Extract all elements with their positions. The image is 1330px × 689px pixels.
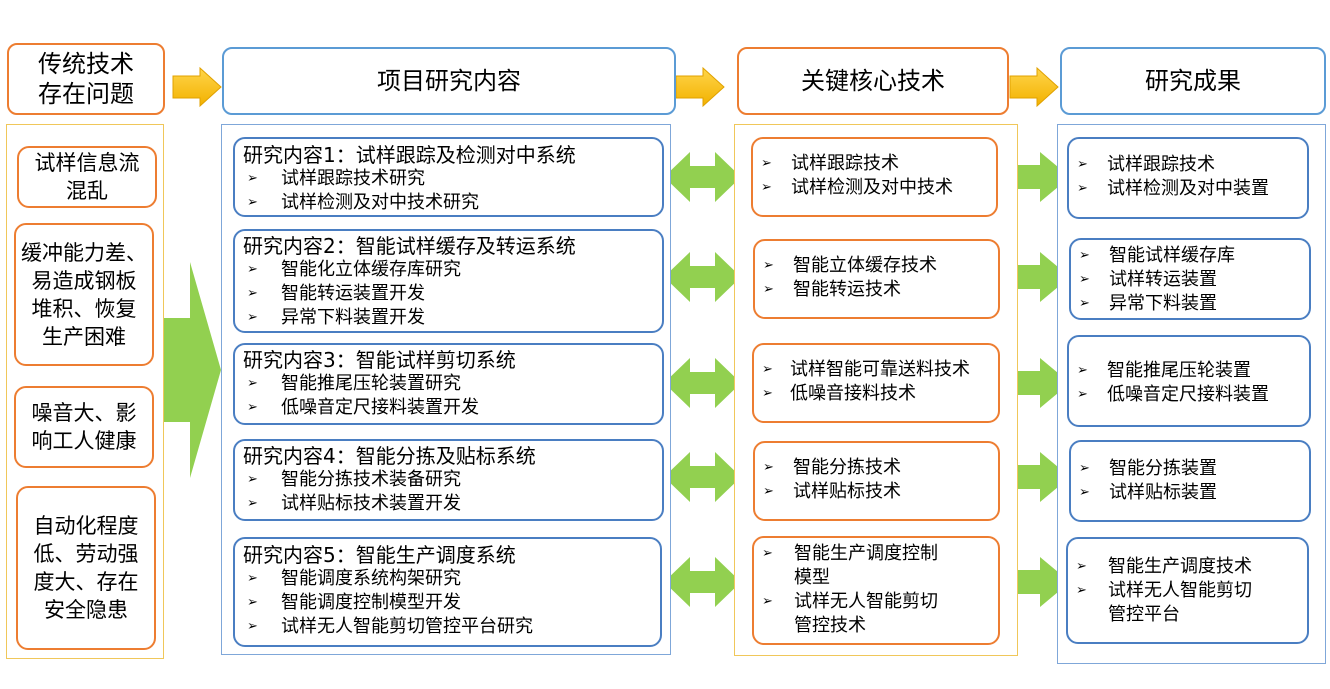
research-title: 研究内容3：智能试样剪切系统 bbox=[243, 348, 516, 372]
tech-box-5: ➢智能生产调度控制 模型 ➢试样无人智能剪切 管控技术 bbox=[752, 536, 1000, 645]
result-item: ➢异常下料装置 bbox=[1079, 293, 1217, 314]
result-item: ➢试样无人智能剪切 管控平台 bbox=[1076, 580, 1252, 625]
research-title: 研究内容1：试样跟踪及检测对中系统 bbox=[243, 143, 576, 167]
result-box-4: ➢智能分拣装置 ➢试样贴标装置 bbox=[1069, 440, 1311, 522]
research-box-4: 研究内容4：智能分拣及贴标系统 ➢智能分拣技术装备研究 ➢试样贴标技术装置开发 bbox=[233, 439, 664, 521]
result-item: ➢试样跟踪技术 bbox=[1077, 154, 1215, 175]
research-item: ➢智能化立体缓存库研究 bbox=[247, 259, 461, 280]
header-arrow-1 bbox=[172, 66, 222, 108]
result-box-1: ➢试样跟踪技术 ➢试样检测及对中装置 bbox=[1067, 137, 1309, 219]
research-item: ➢智能调度系统构架研究 bbox=[247, 568, 461, 589]
tech-box-3: ➢试样智能可靠送料技术 ➢低噪音接料技术 bbox=[752, 343, 1000, 423]
double-arrow-3 bbox=[664, 358, 741, 408]
problem-box-3: 噪音大、影 响工人健康 bbox=[14, 386, 154, 468]
research-title: 研究内容5：智能生产调度系统 bbox=[243, 543, 516, 567]
problem-box-4: 自动化程度 低、劳动强 度大、存在 安全隐患 bbox=[16, 486, 156, 650]
research-item: ➢试样无人智能剪切管控平台研究 bbox=[247, 616, 533, 637]
problem-box-2: 缓冲能力差、 易造成钢板 堆积、恢复 生产困难 bbox=[14, 223, 154, 366]
research-item: ➢试样贴标技术装置开发 bbox=[247, 493, 461, 514]
tech-item: ➢低噪音接料技术 bbox=[762, 383, 916, 404]
tech-item: ➢智能生产调度控制 模型 bbox=[762, 543, 938, 588]
result-item: ➢智能试样缓存库 bbox=[1079, 245, 1235, 266]
tech-box-1: ➢试样跟踪技术 ➢试样检测及对中技术 bbox=[751, 137, 998, 217]
result-item: ➢试样贴标装置 bbox=[1079, 482, 1217, 503]
tech-item: ➢试样贴标技术 bbox=[763, 481, 901, 502]
tech-item: ➢智能分拣技术 bbox=[763, 457, 901, 478]
problem-box-1: 试样信息流 混乱 bbox=[17, 146, 157, 208]
header-problems: 传统技术 存在问题 bbox=[7, 43, 165, 115]
result-item: ➢试样检测及对中装置 bbox=[1077, 178, 1269, 199]
research-box-1: 研究内容1：试样跟踪及检测对中系统 ➢试样跟踪技术研究 ➢试样检测及对中技术研究 bbox=[233, 137, 664, 217]
tech-item: ➢智能转运技术 bbox=[763, 279, 901, 300]
research-title: 研究内容2：智能试样缓存及转运系统 bbox=[243, 234, 576, 258]
double-arrow-2 bbox=[664, 252, 741, 302]
tech-item: ➢试样检测及对中技术 bbox=[761, 177, 953, 198]
research-box-5: 研究内容5：智能生产调度系统 ➢智能调度系统构架研究 ➢智能调度控制模型开发 ➢… bbox=[233, 537, 662, 647]
tech-item: ➢智能立体缓存技术 bbox=[763, 255, 937, 276]
research-box-3: 研究内容3：智能试样剪切系统 ➢智能推尾压轮装置研究 ➢低噪音定尺接料装置开发 bbox=[233, 343, 664, 425]
double-arrows bbox=[664, 152, 741, 607]
header-results: 研究成果 bbox=[1060, 47, 1326, 115]
tech-item: ➢试样跟踪技术 bbox=[761, 153, 899, 174]
tech-box-2: ➢智能立体缓存技术 ➢智能转运技术 bbox=[753, 239, 1000, 319]
research-item: ➢智能分拣技术装备研究 bbox=[247, 469, 461, 490]
research-item: ➢试样跟踪技术研究 bbox=[247, 168, 425, 189]
double-arrow-5 bbox=[664, 557, 741, 607]
result-box-5: ➢智能生产调度技术 ➢试样无人智能剪切 管控平台 bbox=[1066, 537, 1309, 644]
tech-item: ➢试样智能可靠送料技术 bbox=[762, 359, 970, 380]
result-item: ➢智能推尾压轮装置 bbox=[1077, 360, 1251, 381]
research-box-2: 研究内容2：智能试样缓存及转运系统 ➢智能化立体缓存库研究 ➢智能转运装置开发 … bbox=[233, 229, 664, 333]
research-item: ➢智能转运装置开发 bbox=[247, 283, 425, 304]
header-arrow-2 bbox=[675, 66, 725, 108]
research-item: ➢智能调度控制模型开发 bbox=[247, 592, 461, 613]
research-item: ➢智能推尾压轮装置研究 bbox=[247, 373, 461, 394]
research-title: 研究内容4：智能分拣及贴标系统 bbox=[243, 444, 536, 468]
header-arrow-3 bbox=[1009, 66, 1059, 108]
research-item: ➢低噪音定尺接料装置开发 bbox=[247, 397, 479, 418]
result-item: ➢智能生产调度技术 bbox=[1076, 556, 1252, 577]
research-item: ➢异常下料装置开发 bbox=[247, 307, 425, 328]
research-item: ➢试样检测及对中技术研究 bbox=[247, 192, 479, 213]
result-item: ➢试样转运装置 bbox=[1079, 269, 1217, 290]
result-item: ➢智能分拣装置 bbox=[1079, 458, 1217, 479]
header-tech: 关键核心技术 bbox=[737, 47, 1009, 115]
double-arrow-4 bbox=[664, 452, 741, 502]
result-box-3: ➢智能推尾压轮装置 ➢低噪音定尺接料装置 bbox=[1067, 335, 1311, 427]
tech-box-4: ➢智能分拣技术 ➢试样贴标技术 bbox=[753, 441, 1000, 521]
big-arrow bbox=[164, 262, 221, 478]
header-research: 项目研究内容 bbox=[222, 47, 676, 115]
double-arrow-1 bbox=[664, 152, 741, 202]
result-box-2: ➢智能试样缓存库 ➢试样转运装置 ➢异常下料装置 bbox=[1069, 238, 1311, 320]
tech-item: ➢试样无人智能剪切 管控技术 bbox=[762, 591, 938, 636]
result-item: ➢低噪音定尺接料装置 bbox=[1077, 384, 1269, 405]
